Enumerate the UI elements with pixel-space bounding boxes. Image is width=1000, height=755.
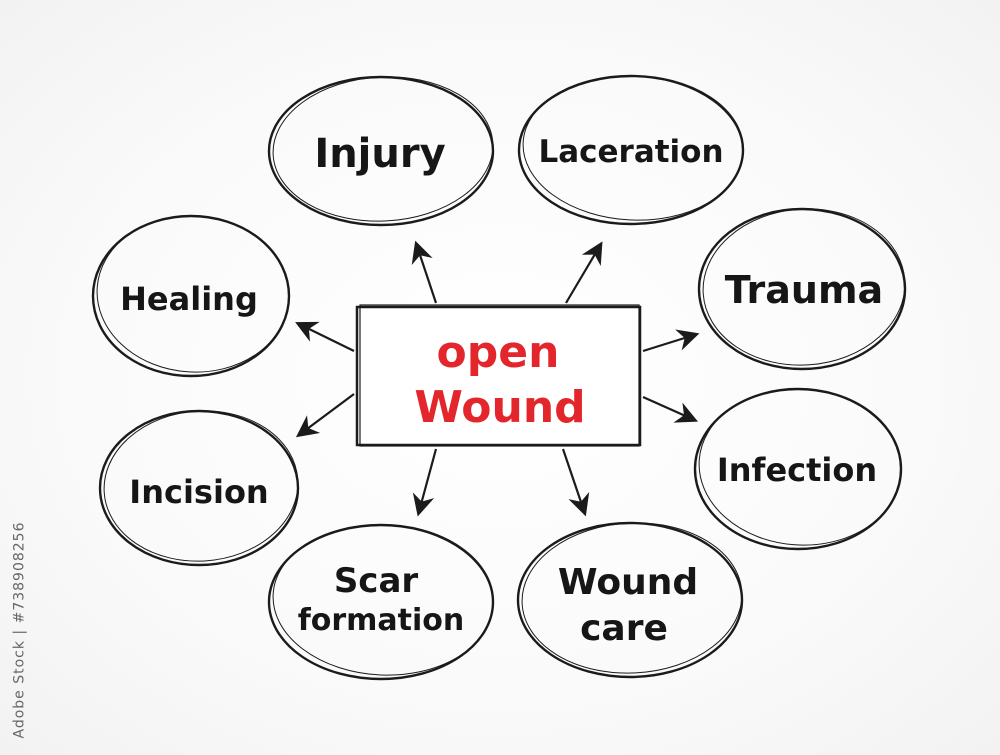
stock-id-text: Adobe Stock | #738908256 xyxy=(11,521,27,739)
center-node: open Wound xyxy=(355,304,642,447)
node-injury: Injury xyxy=(267,75,495,227)
node-laceration-label: Laceration xyxy=(538,134,723,170)
arrow-to-trauma xyxy=(642,329,700,353)
node-healing-label: Healing xyxy=(120,280,258,318)
connector-arrows xyxy=(295,240,700,517)
node-scar-formation: Scar formation xyxy=(267,523,495,681)
arrow-to-wound-care xyxy=(561,448,590,517)
center-title-line1: open xyxy=(437,327,560,378)
node-healing: Healing xyxy=(91,214,291,378)
arrow-to-laceration xyxy=(565,241,603,304)
node-laceration: Laceration xyxy=(517,74,745,226)
arrow-to-injury xyxy=(411,240,438,304)
node-scar-formation-label-line1: Scar xyxy=(334,561,419,601)
arrow-to-healing xyxy=(295,321,355,352)
node-wound-care-label-line2: care xyxy=(580,608,668,649)
arrow-to-scar-formation xyxy=(412,448,438,517)
node-infection-label: Infection xyxy=(717,451,877,489)
center-title-line2: Wound xyxy=(414,382,585,433)
node-wound-care: Wound care xyxy=(516,521,744,679)
node-infection: Infection xyxy=(693,387,903,551)
arrow-to-incision xyxy=(295,393,355,438)
stock-id-watermark: Adobe Stock | #738908256 xyxy=(6,515,32,745)
node-injury-label: Injury xyxy=(314,131,445,177)
node-trauma: Trauma xyxy=(697,207,907,371)
node-scar-formation-label-line2: formation xyxy=(298,603,465,638)
node-incision-label: Incision xyxy=(129,473,268,511)
node-incision: Incision xyxy=(98,409,300,567)
node-trauma-label: Trauma xyxy=(725,268,883,312)
arrow-to-infection xyxy=(642,395,699,423)
node-wound-care-label-line1: Wound xyxy=(558,562,698,603)
